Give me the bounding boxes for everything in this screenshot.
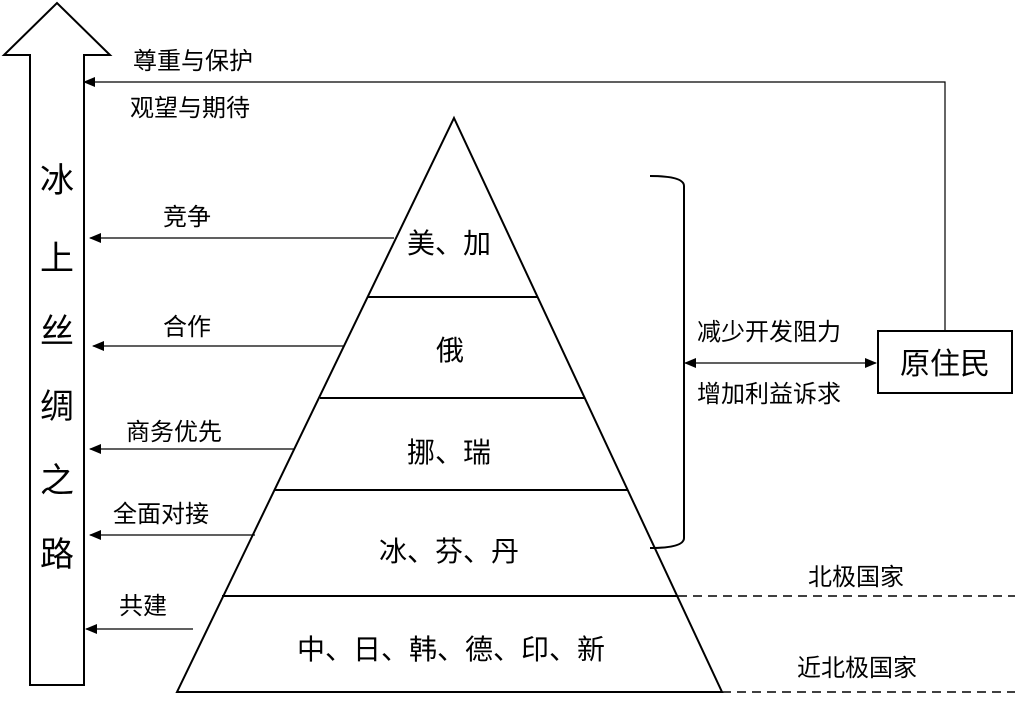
silk-road-arrow — [1, 1, 113, 686]
vertical-char-5: 之 — [40, 461, 74, 501]
observe-label: 观望与期待 — [130, 94, 250, 122]
vertical-char-4: 绸 — [40, 387, 74, 427]
right-bracket — [649, 175, 685, 549]
indigenous-box — [877, 330, 1013, 394]
reduce-resistance-label: 减少开发阻力 — [697, 318, 841, 346]
respect-label: 尊重与保护 — [133, 47, 253, 75]
competition-label: 竞争 — [163, 203, 211, 231]
indigenous-label: 原住民 — [900, 347, 990, 382]
cooperation-label: 合作 — [163, 313, 211, 341]
indigenous-feedback-line — [83, 77, 946, 330]
vertical-char-3: 丝 — [40, 312, 74, 352]
vertical-char-1: 冰 — [40, 161, 74, 201]
co-build-label: 共建 — [119, 592, 167, 620]
business-first-label: 商务优先 — [126, 418, 222, 446]
full-docking-label: 全面对接 — [113, 500, 209, 528]
tier-4-countries: 冰、芬、丹 — [379, 535, 519, 568]
tier-2-countries: 俄 — [436, 334, 464, 367]
tier-5-countries: 中、日、韩、德、印、新 — [297, 633, 605, 666]
near-arctic-countries-label: 近北极国家 — [797, 654, 917, 682]
pyramid-outline — [175, 115, 724, 693]
vertical-char-6: 路 — [40, 535, 74, 575]
vertical-char-2: 上 — [40, 239, 74, 279]
arctic-countries-label: 北极国家 — [808, 563, 904, 591]
increase-interest-label: 增加利益诉求 — [697, 380, 841, 408]
tier-3-countries: 挪、瑞 — [407, 436, 491, 469]
tier-1-countries: 美、加 — [407, 227, 491, 260]
